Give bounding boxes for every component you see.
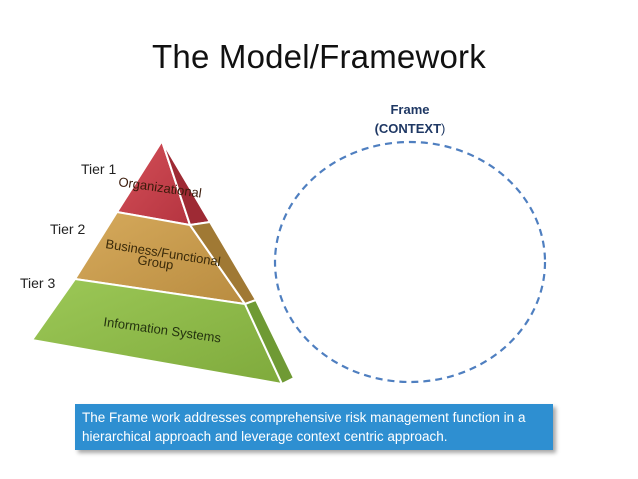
tier3-label: Tier 3 [20,275,56,291]
frame-label: Frame (CONTEXT) [330,100,490,138]
tier1-label: Tier 1 [81,161,117,177]
frame-label-context-text: (CONTEXT [374,121,442,136]
slide-title: The Model/Framework [152,38,486,75]
tier3-side-face [243,298,296,386]
frame-label-close-paren: ) [441,121,446,136]
tier2-label: Tier 2 [50,221,86,237]
frame-label-context: (CONTEXT) [330,119,490,138]
caption-box: The Frame work addresses comprehensive r… [75,404,553,450]
tier2-name-line2: Group [137,252,175,272]
frame-label-title: Frame [390,102,430,117]
context-circle [273,140,547,384]
